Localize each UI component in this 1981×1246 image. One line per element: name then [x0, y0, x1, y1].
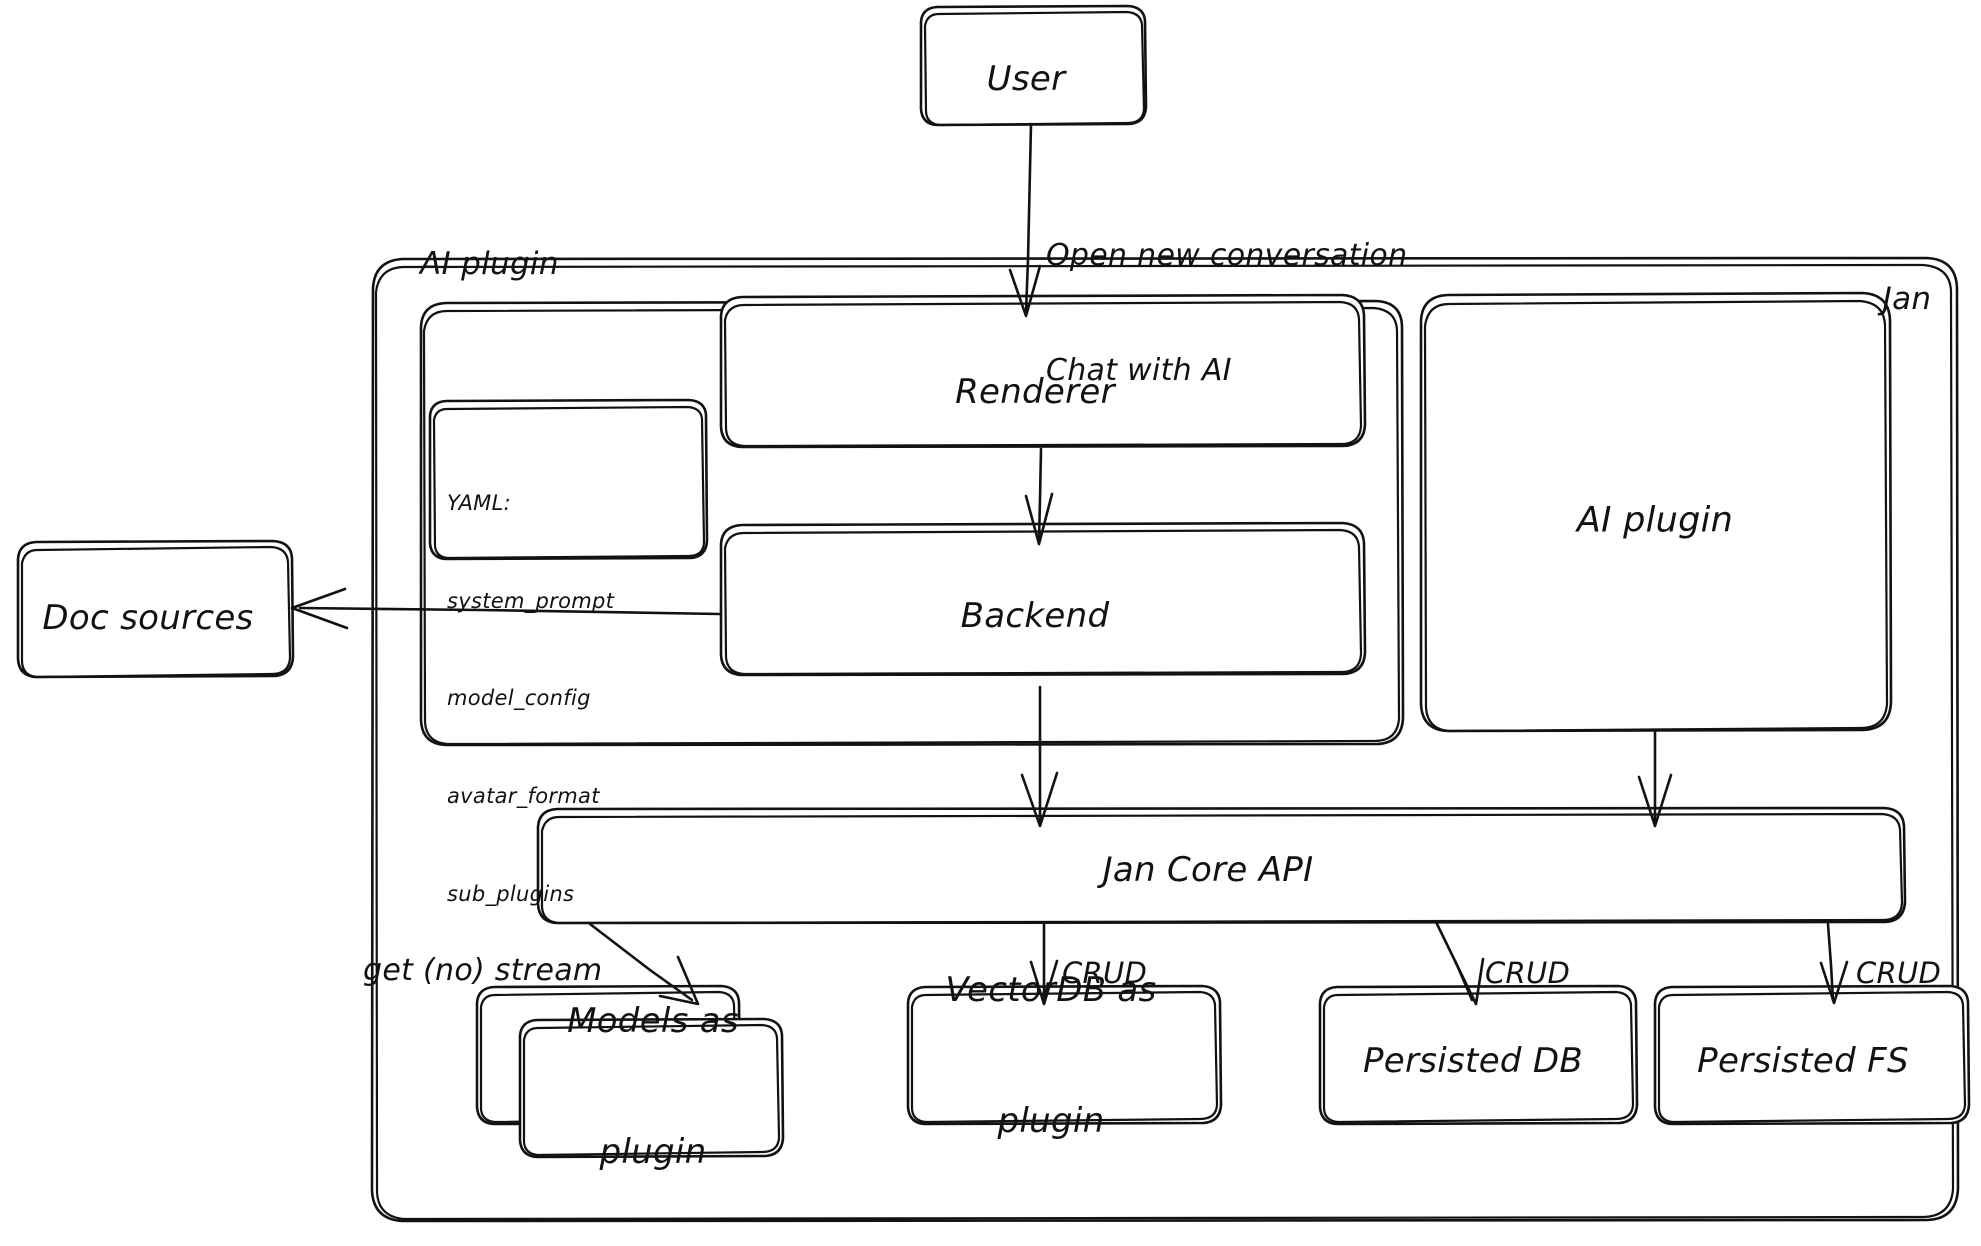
edge-core-to-models — [588, 922, 700, 1006]
jan-core-api-shape — [536, 806, 1907, 925]
models-plugin-shape-front — [518, 1017, 785, 1159]
edge-core-to-vectordb — [1029, 922, 1059, 1006]
persisted-db-shape — [1318, 984, 1639, 1126]
edge-ai-plugin-to-core — [1637, 730, 1673, 828]
yaml-note-shape — [428, 398, 709, 561]
edge-backend-to-doc-sources — [290, 587, 721, 630]
doc-sources-shape — [16, 539, 295, 679]
edge-backend-to-core — [1020, 685, 1059, 828]
renderer-box-shape — [719, 293, 1367, 449]
edge-renderer-to-backend — [1024, 447, 1054, 546]
edge-user-to-renderer — [1008, 122, 1042, 318]
backend-box-shape — [719, 521, 1367, 677]
user-box-shape — [919, 4, 1148, 127]
edge-core-to-persisted-fs — [1819, 922, 1849, 1005]
ai-plugin-right-shape — [1419, 291, 1893, 733]
vectordb-plugin-shape — [906, 984, 1223, 1126]
edge-core-to-persisted-db — [1435, 922, 1485, 1006]
persisted-fs-shape — [1653, 984, 1971, 1126]
